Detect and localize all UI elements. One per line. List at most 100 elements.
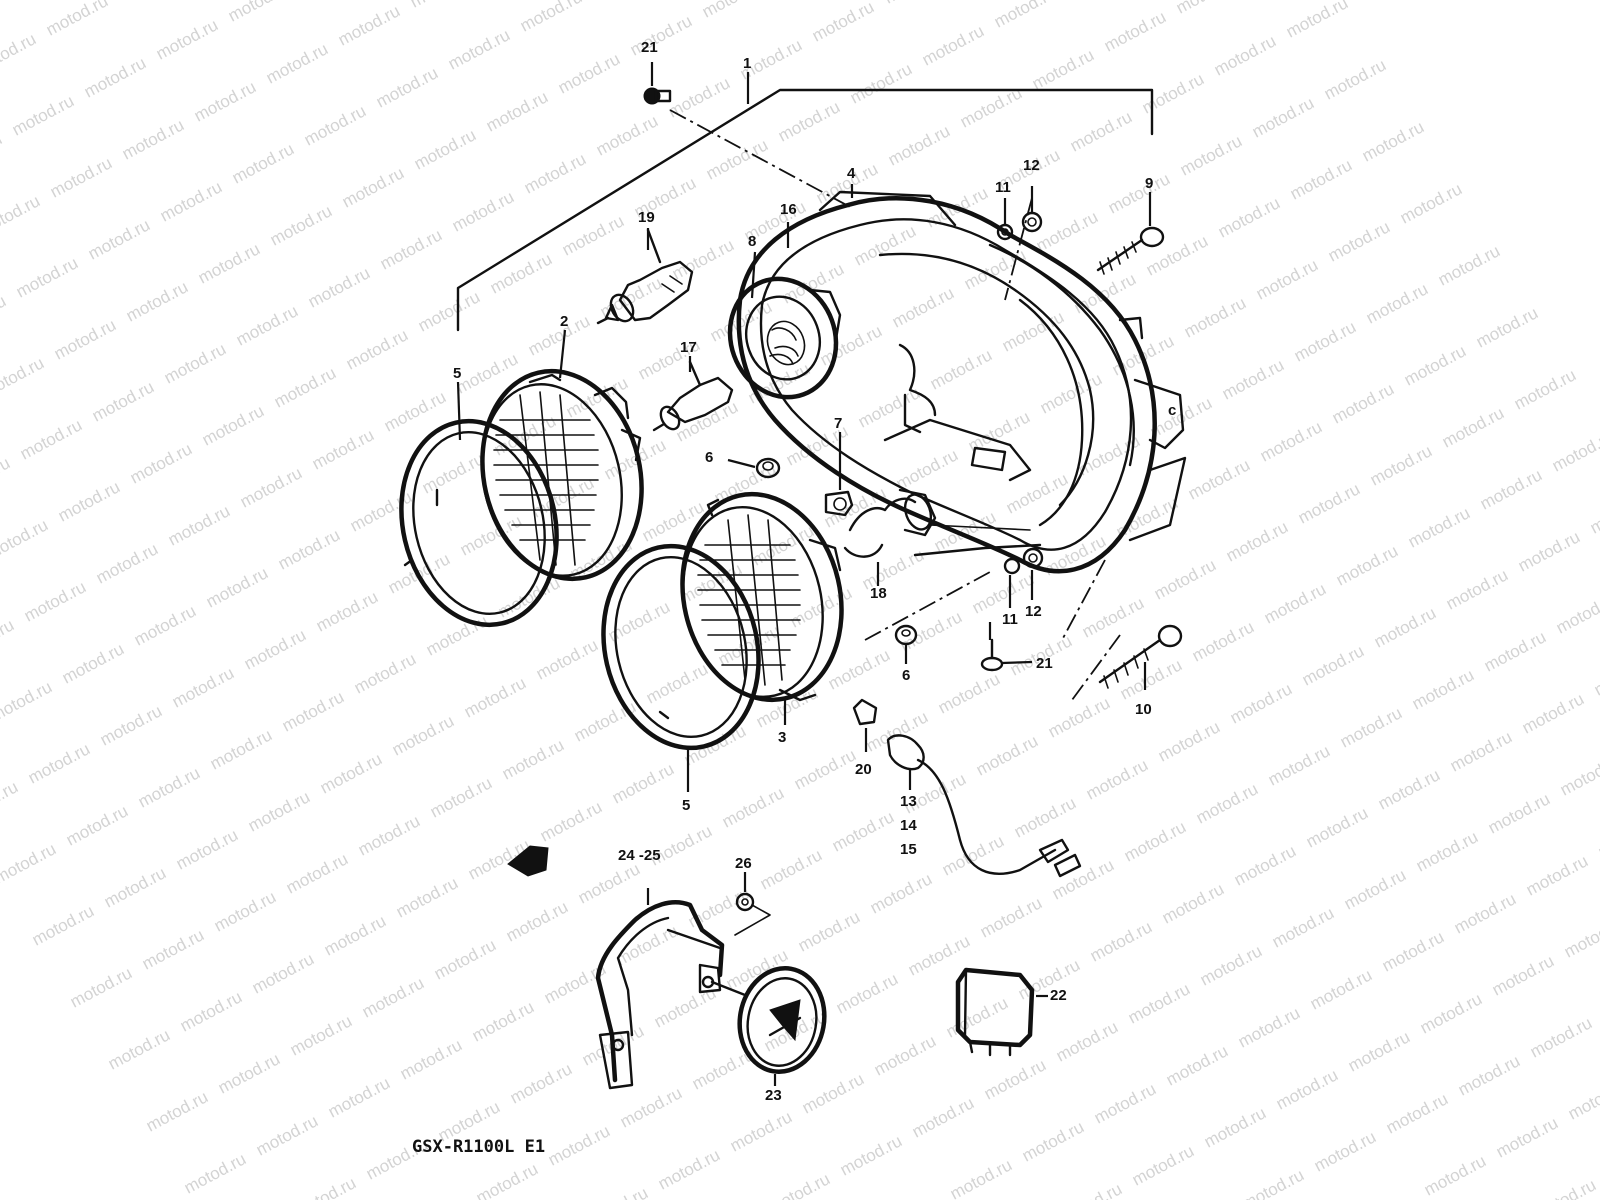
watermark-text: motod.ru <box>1287 155 1355 203</box>
watermark-text: motod.ru <box>469 997 537 1045</box>
watermark-text: motod.ru <box>1455 1051 1523 1099</box>
watermark-text: motod.ru <box>1409 665 1477 713</box>
watermark-text: motod.ru <box>1561 913 1600 961</box>
watermark-text: motod.ru <box>13 253 81 301</box>
watermark-text: motod.ru <box>1139 69 1207 117</box>
alignment-line-lower <box>1071 634 1121 701</box>
watermark-text: motod.ru <box>305 263 373 311</box>
leader-2 <box>558 329 567 379</box>
watermark-text: motod.ru <box>699 0 767 22</box>
watermark-text: motod.ru <box>1397 179 1465 227</box>
watermark-text: motod.ru <box>131 601 199 649</box>
watermark-text: motod.ru <box>1219 355 1287 403</box>
watermark-text: motod.ru <box>0 515 51 563</box>
watermark-text: motod.ru <box>461 673 529 721</box>
watermark-text: motod.ru <box>0 453 13 501</box>
watermark-text: motod.ru <box>583 1183 651 1200</box>
part-label-22: 22 <box>1050 987 1067 1004</box>
watermark-text: motod.ru <box>43 0 111 40</box>
alignment-line-mount <box>864 571 991 641</box>
part-label-1: 1 <box>743 55 751 72</box>
watermark-text: motod.ru <box>291 1173 359 1200</box>
watermark-text: motod.ru <box>123 277 191 325</box>
watermark-text: motod.ru <box>0 0 1 16</box>
watermark-text: motod.ru <box>627 11 695 59</box>
watermark-text: motod.ru <box>775 97 843 145</box>
watermark-text: motod.ru <box>1489 951 1557 999</box>
watermark-text: motod.ru <box>301 101 369 149</box>
watermark-text: motod.ru <box>1019 1117 1087 1165</box>
watermark-text: motod.ru <box>1303 803 1371 851</box>
watermark-text: motod.ru <box>173 825 241 873</box>
watermark-text: motod.ru <box>229 139 297 187</box>
watermark-text: motod.ru <box>1231 841 1299 889</box>
watermark-text: motod.ru <box>0 191 43 239</box>
watermark-text: motod.ru <box>1053 1017 1121 1065</box>
watermark-text: motod.ru <box>97 701 165 749</box>
part-label-17: 17 <box>680 339 697 356</box>
leader-6a <box>727 458 756 469</box>
watermark-text: motod.ru <box>1101 7 1169 55</box>
watermark-text: motod.ru <box>1067 107 1135 155</box>
part-label-10: 10 <box>1135 701 1152 718</box>
watermark-text: motod.ru <box>487 249 555 297</box>
watermark-text: motod.ru <box>1151 555 1219 603</box>
part-label-5-left: 5 <box>453 365 461 382</box>
watermark-text: motod.ru <box>555 49 623 97</box>
part-label-13: 13 <box>900 793 917 810</box>
watermark-text: motod.ru <box>1201 1103 1269 1151</box>
watermark-text: motod.ru <box>1421 1151 1489 1199</box>
watermark-text: motod.ru <box>1473 303 1541 351</box>
alignment-line-top <box>669 109 853 209</box>
watermark-text: motod.ru <box>1435 241 1503 289</box>
watermark-text: motod.ru <box>1531 1175 1599 1200</box>
watermark-text: motod.ru <box>411 125 479 173</box>
watermark-text: motod.ru <box>1325 217 1393 265</box>
watermark-text: motod.ru <box>1173 0 1241 18</box>
assembly-bracket <box>456 88 1154 332</box>
watermark-text: motod.ru <box>105 1025 173 1073</box>
position-lamp-bulb-20 <box>852 698 878 726</box>
watermark-text: motod.ru <box>233 301 301 349</box>
watermark-text: motod.ru <box>263 39 331 87</box>
watermark-text: motod.ru <box>1375 765 1443 813</box>
part-label-15: 15 <box>900 841 917 858</box>
watermark-text: motod.ru <box>1371 603 1439 651</box>
watermark-text: motod.ru <box>1143 231 1211 279</box>
headlamp-bulb-17 <box>652 360 734 432</box>
watermark-text: motod.ru <box>495 573 563 621</box>
watermark-text: motod.ru <box>177 987 245 1035</box>
watermark-text: motod.ru <box>1159 879 1227 927</box>
watermark-text: motod.ru <box>829 807 897 855</box>
watermark-text: motod.ru <box>1595 813 1600 861</box>
watermark-text: motod.ru <box>613 921 681 969</box>
watermark-text: motod.ru <box>351 649 419 697</box>
screw-21-top <box>643 87 672 105</box>
watermark-text: motod.ru <box>1519 689 1587 737</box>
part-label-6-bottom: 6 <box>902 667 910 684</box>
watermark-text: motod.ru <box>665 73 733 121</box>
watermark-text: motod.ru <box>93 539 161 587</box>
reflector-23 <box>710 966 827 1074</box>
part-label-2: 2 <box>560 313 568 330</box>
watermark-text: motod.ru <box>1083 755 1151 803</box>
part-label-20: 20 <box>855 761 872 778</box>
watermark-text: motod.ru <box>153 15 221 63</box>
watermark-text: motod.ru <box>203 563 271 611</box>
watermark-text: motod.ru <box>1565 1075 1600 1123</box>
nut-12-bottom <box>1022 547 1044 569</box>
position-lamp-socket <box>886 734 1082 878</box>
watermark-text: motod.ru <box>837 1131 905 1179</box>
watermark-text: motod.ru <box>947 1155 1015 1200</box>
watermark-text: motod.ru <box>1379 927 1447 975</box>
watermark-text: motod.ru <box>1333 541 1401 589</box>
watermark-text: motod.ru <box>727 1107 795 1155</box>
watermark-text: motod.ru <box>169 663 237 711</box>
part-label-19: 19 <box>638 209 655 226</box>
watermark-text: motod.ru <box>545 1121 613 1169</box>
watermark-text: motod.ru <box>1523 851 1591 899</box>
watermark-text: motod.ru <box>389 711 457 759</box>
watermark-text: motod.ru <box>1587 489 1600 537</box>
watermark-text: motod.ru <box>427 773 495 821</box>
